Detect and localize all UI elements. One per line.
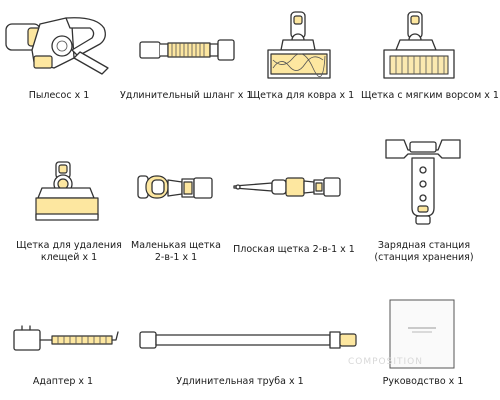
mite-removal-brush-icon (32, 160, 102, 228)
handheld-vacuum-icon (4, 10, 114, 86)
carpet-brush-icon (265, 10, 335, 86)
flat-2in1-brush-icon (232, 172, 344, 206)
manual-icon (388, 298, 458, 374)
small-2in1-brush-icon (136, 168, 216, 212)
watermark: COMPOSITION (348, 357, 423, 367)
extension-tube-icon (138, 326, 360, 358)
item-label: Щетка для удаления клещей x 1 (16, 240, 122, 263)
item-label: Удлинительный шланг x 1 (120, 90, 253, 101)
item-label: Щетка для ковра x 1 (249, 90, 355, 101)
item-label: Руководство x 1 (382, 376, 464, 387)
charging-station-icon (382, 136, 464, 232)
item-label: Маленькая щетка 2-в-1 x 1 (131, 240, 221, 263)
item-label: Зарядная станция (станция хранения) (374, 240, 474, 263)
item-label: Щетка с мягким ворсом x 1 (361, 90, 499, 101)
extension-hose-icon (138, 34, 238, 68)
item-label: Адаптер x 1 (32, 376, 94, 387)
item-label: Пылесос x 1 (28, 90, 90, 101)
soft-bristle-brush-icon (380, 10, 460, 86)
item-label: Плоская щетка 2-в-1 x 1 (233, 244, 355, 255)
adapter-icon (12, 322, 122, 360)
item-label: Удлинительная труба x 1 (176, 376, 304, 387)
